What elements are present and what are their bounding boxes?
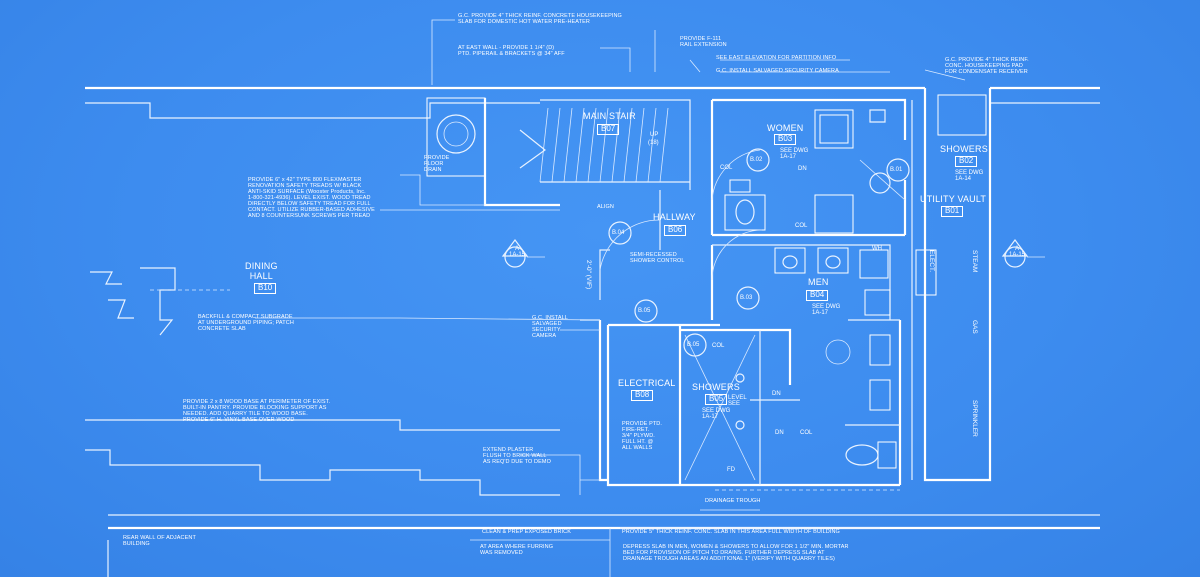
room-ref-showers-b02: SEE DWG 1A-14 [955,170,984,183]
note-rail-ext: PROVIDE F-111 RAIL EXTENSION [680,36,727,48]
room-tag-main-stair: B07 [597,124,620,135]
room-name-electrical: ELECTRICAL [618,378,676,388]
label-vif: 2'-0" (VIF) [585,260,592,290]
room-tag-electrical: B08 [631,390,654,401]
room-ref-men: SEE DWG 1A-17 [812,304,841,317]
room-tag-women: B03 [774,134,797,145]
room-tag-dining: B10 [254,283,277,294]
room-tag-men: B04 [806,290,829,301]
note-stair-tread: PROVIDE 6" x 42" TYPE 800 FLEXMASTER REN… [248,177,375,219]
note-rear-wall: REAR WALL OF ADJACENT BUILDING [123,535,196,547]
door-tags [608,148,910,357]
note-backfill: BACKFILL & COMPACT SUBGRADE AT UNDERGROU… [198,314,294,332]
room-ref-women: SEE DWG 1A-17 [780,148,809,161]
main-stair-area [426,97,691,207]
label-steam: STEAM [971,250,978,273]
section-markers [501,239,1045,268]
label-gas: GAS [971,320,978,334]
label-elect: ELECT. [928,250,935,273]
room-name-dining: DINING HALL [245,261,278,281]
label-col-4: COL [712,343,725,349]
door-tag-5: B.05 [638,308,651,314]
note-plaster: EXTEND PLASTER FLUSH TO BRICK WALL AS RE… [483,447,551,465]
label-wh: WH [872,246,882,252]
label-dn-1: DN [798,166,807,172]
note-camera-mid: G.C. INSTALL SALVAGED SECURITY CAMERA [532,315,568,339]
note-plywood: PROVIDE PTD. FIRE-RET. 3/4" PLYWD. FULL … [622,421,663,451]
room-name-men: MEN [808,277,829,287]
note-thick-slab: PROVIDE 5" THICK REINF. CONC. SLAB IN TH… [622,529,840,535]
note-camera-top: G.C. INSTALL SALVAGED SECURITY CAMERA [716,68,839,74]
label-col-3: COL [800,430,813,436]
note-see-east: SEE EAST ELEVATION FOR PARTITION INFO [716,55,837,61]
room-name-women: WOMEN [767,123,804,133]
note-housekeeping-top: G.C. PROVIDE 4" THICK REINF. CONCRETE HO… [458,13,622,25]
note-wood-base: PROVIDE 2 x 8 WOOD BASE AT PERIMETER OF … [183,399,331,423]
room-tag-showers-b02: B02 [955,156,978,167]
label-col-1: COL [795,223,808,229]
room-name-showers-b05: SHOWERS [692,382,740,392]
showers-b05-fixtures [684,334,900,491]
section-marker-right: A 1A-15 [1009,246,1026,259]
room-name-hallway: HALLWAY [653,212,696,222]
label-col-2: COL [720,165,733,171]
door-tag-3: B.03 [740,295,753,301]
exterior-walls [85,86,1100,577]
note-align: ALIGN [597,204,615,210]
room-tag-utility: B01 [941,206,964,217]
room-name-showers-b02: SHOWERS [940,144,988,154]
men-fixtures [711,229,900,469]
room-tag-hallway: B06 [664,225,687,236]
room-name-utility: UTILITY VAULT [920,194,987,204]
label-sprinkler: SPRINKLER [971,400,978,437]
note-depress: DEPRESS SLAB IN MEN, WOMEN & SHOWERS TO … [623,544,849,562]
label-up-count: (18) [648,140,659,146]
room-ref-showers-b05: SEE DWG 1A-17 [702,408,731,421]
room-tag-showers-b05: B05 [705,394,728,405]
note-clean-brick: CLEAN & PREP EXPOSED BRICK [482,529,571,535]
label-dn-3: DN [775,430,784,436]
women-fixtures [724,109,906,234]
stair-treads [539,107,669,183]
door-tag-1: B.02 [750,157,763,163]
leader-lines [255,19,966,577]
label-dn-2: DN [772,391,781,397]
door-tag-6: B.05 [687,342,700,348]
section-marker-left: A 1A-15 [509,246,526,259]
note-shower-control: SEMI-RECESSED SHOWER CONTROL [630,252,685,264]
label-up: UP [650,132,659,138]
note-furring: AT AREA WHERE FURRING WAS REMOVED [480,544,554,556]
left-broken-walls [85,267,560,496]
note-drainage: DRAINAGE TROUGH [705,498,761,504]
note-east-wall: AT EAST WALL - PROVIDE 1 1/4" (D) PTD. P… [458,45,565,57]
label-fd: FD [727,467,735,473]
room-name-main-stair: MAIN STAIR [583,111,636,121]
note-floor-drain: PROVIDE FLOOR DRAIN [424,155,450,173]
note-housekeeping-right: G.C. PROVIDE 4" THICK REINF. CONC. HOUSE… [945,57,1029,75]
utility-vault [911,88,992,482]
door-tag-4: B.01 [890,167,903,173]
label-level: LEVEL SEE [728,395,747,408]
door-tag-2: B.04 [612,230,625,236]
